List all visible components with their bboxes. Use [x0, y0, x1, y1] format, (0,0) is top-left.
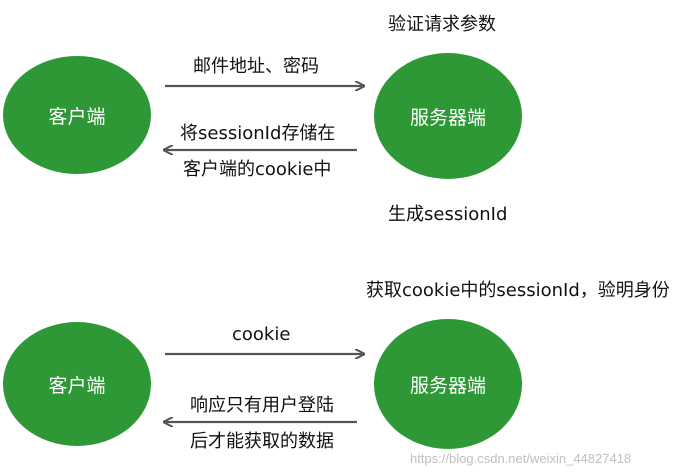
top-client-node: 客户端 [3, 56, 151, 174]
bottom-server-top-note: 获取cookie中的sessionId，验明身份 [366, 280, 670, 301]
bottom-request-label: cookie [232, 324, 291, 345]
bottom-client-node: 客户端 [3, 322, 151, 446]
bottom-response-label-line1: 响应只有用户登陆 [190, 395, 334, 416]
bottom-client-label: 客户端 [48, 374, 106, 397]
top-server-node: 服务器端 [374, 53, 522, 179]
top-client-label: 客户端 [48, 105, 106, 128]
bottom-server-label: 服务器端 [409, 374, 486, 397]
top-server-bottom-note: 生成sessionId [388, 204, 508, 225]
bottom-response-label-line2: 后才能获取的数据 [190, 431, 334, 452]
top-response-label-line2: 客户端的cookie中 [183, 159, 332, 180]
top-request-label: 邮件地址、密码 [193, 56, 319, 77]
top-response-label-line1: 将sessionId存储在 [180, 123, 336, 144]
top-server-top-note: 验证请求参数 [388, 14, 496, 35]
top-server-label: 服务器端 [409, 106, 486, 129]
watermark: https://blog.csdn.net/weixin_44827418 [410, 451, 632, 466]
bottom-server-node: 服务器端 [374, 319, 522, 449]
